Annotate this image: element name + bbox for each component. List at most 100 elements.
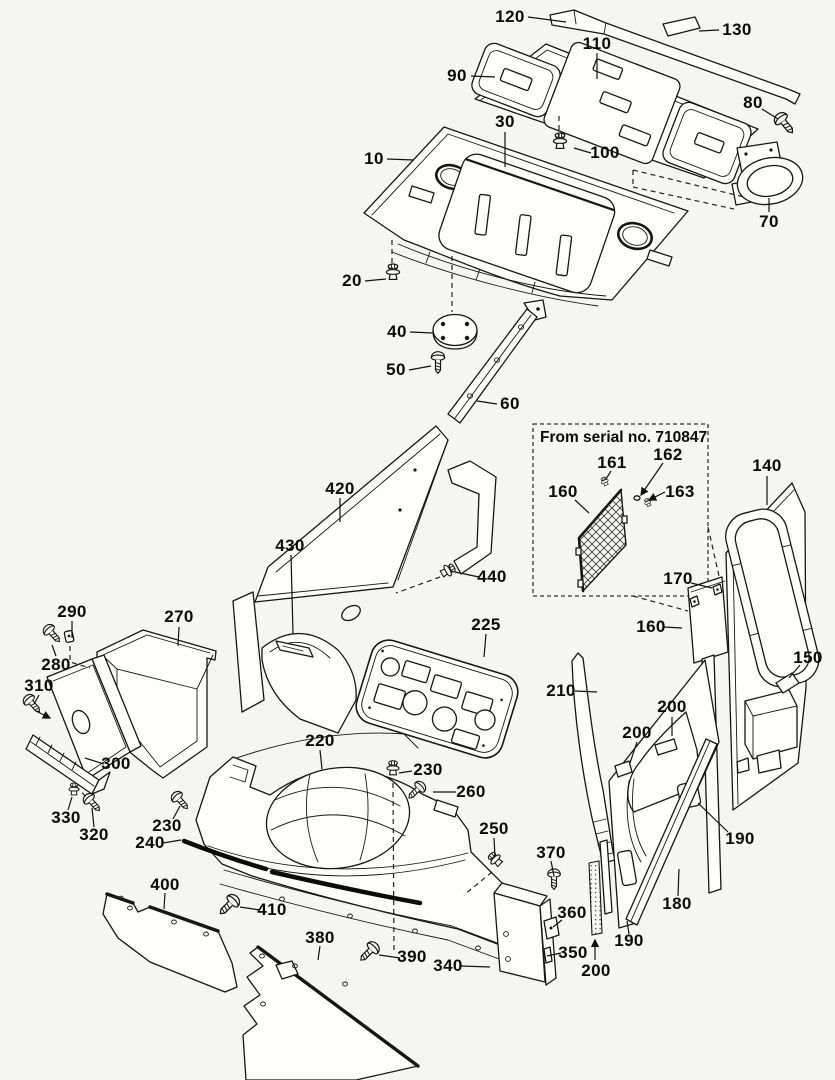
dashed-assembly-lines [69,116,745,953]
callout-163: 163 [665,482,695,501]
part-280-screw [40,621,65,647]
part-230-rivet [386,760,400,776]
callout-160: 160 [636,617,666,636]
callout-30: 30 [495,112,515,131]
callout-390: 390 [397,947,427,966]
part-240-seal-strip [181,838,423,906]
callout-430: 430 [275,536,305,555]
headliner-left-panel [471,42,561,118]
part-40-mount-disc [432,313,478,350]
headliner-center-panel [543,41,681,165]
headliner-right-panel [662,101,752,185]
callout-150: 150 [793,648,823,667]
part-360-clip [543,916,560,940]
part-225-dash-panel [355,639,519,759]
callout-140: 140 [752,456,782,475]
callout-40: 40 [387,322,407,341]
callout-340: 340 [433,956,463,975]
callout-230: 230 [413,760,443,779]
callout-190: 190 [614,931,644,950]
callout-162: 162 [653,445,683,464]
part-410-screw [214,891,243,920]
leader-lines [33,16,801,968]
callout-320: 320 [79,825,109,844]
callout-161: 161 [597,453,627,472]
part-400-floor-mat [102,892,238,993]
callout-180: 180 [662,894,692,913]
callout-300: 300 [101,754,131,773]
note-box-border [532,423,709,597]
part-370-screw [547,868,561,891]
callout-225: 225 [471,615,501,634]
part-180-door-sill [625,738,718,926]
callout-200: 200 [622,723,652,742]
cowl-dome [265,766,411,870]
note-box-text: From serial no. 710847 [540,429,708,446]
callout-270: 270 [164,607,194,626]
callout-420: 420 [325,479,355,498]
part-330-rivet [68,782,80,796]
callout-370: 370 [536,843,566,862]
part-420-rear-panel [232,425,497,734]
part-290-clip [63,629,75,643]
callout-120: 120 [495,7,525,26]
callout-240: 240 [135,833,165,852]
callout-280: 280 [41,655,71,674]
callout-190: 190 [725,829,755,848]
part-130-trim-strip [662,16,701,37]
callout-410: 410 [257,900,287,919]
part-440-rivet [438,561,458,580]
callout-90: 90 [447,66,467,85]
callout-210: 210 [546,681,576,700]
part-200-patch [654,738,678,756]
part-140-door-frame [725,482,820,811]
part-230-screw [168,788,193,814]
part-80-screw [771,109,799,138]
part-120-trim-strip [549,9,801,105]
callout-360: 360 [557,903,587,922]
part-190-door-inner-panel [599,654,722,929]
callout-380: 380 [305,928,335,947]
part-50-screw [430,351,446,374]
callout-260: 260 [456,782,486,801]
part-70-ring-bracket [731,141,804,206]
callout-10: 10 [364,149,384,168]
part-161-clip [599,475,611,488]
callout-100: 100 [590,143,620,162]
part-430-bracket [275,640,314,658]
callout-250: 250 [479,819,509,838]
callout-60: 60 [500,394,520,413]
part-150-strip [775,672,800,694]
part-10-roof-panel [363,126,689,307]
callout-80: 80 [743,93,763,112]
callout-160: 160 [548,482,578,501]
part-160-mesh-panel [575,488,628,593]
callout-440: 440 [477,567,507,586]
callout-400: 400 [150,875,180,894]
callout-200: 200 [581,961,611,980]
callout-230: 230 [152,816,182,835]
part-60-support-bar [447,299,547,424]
part-380-floor-mat [242,945,420,1080]
part-170-clip [689,583,723,608]
callout-220: 220 [305,731,335,750]
callout-130: 130 [722,20,752,39]
callout-50: 50 [386,360,406,379]
callout-170: 170 [663,569,693,588]
part-200-seal-strip [588,860,603,936]
part-162-clip [633,495,641,501]
callout-20: 20 [342,271,362,290]
part-210-pillar-trim [571,652,616,864]
part-30-roof-inner-panel [438,153,616,294]
callout-110: 110 [582,34,612,53]
part-220-cowl [195,732,541,973]
part-100-rivet [552,132,568,149]
part-200-patch [614,760,633,778]
callout-310: 310 [24,676,54,695]
side-trim-panel [46,654,142,780]
leader-arrows [35,462,666,960]
callout-350: 350 [558,943,588,962]
part-90-headliner [471,41,759,185]
